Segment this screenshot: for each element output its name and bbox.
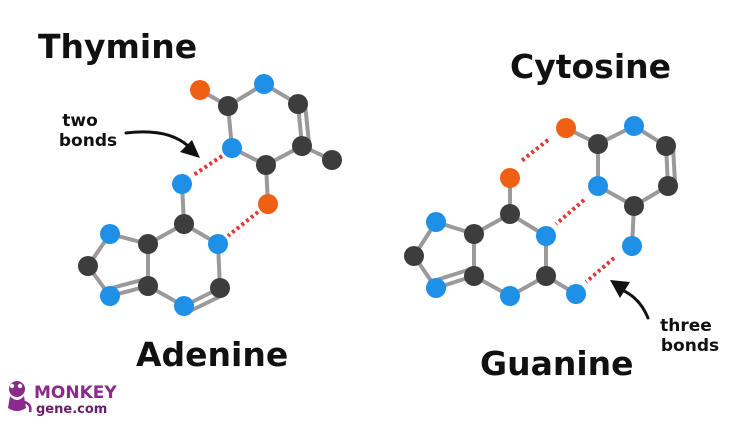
carbon-atom [210, 278, 230, 298]
nitrogen-atom [500, 286, 520, 306]
hydrogen-bond [554, 198, 586, 226]
cytosine-molecule [556, 116, 678, 256]
three-bonds-label-line1: three [660, 316, 712, 336]
carbon-atom [500, 204, 520, 224]
curved-arrow-icon [620, 288, 650, 320]
nitrogen-atom [174, 296, 194, 316]
hydrogen-bond [518, 138, 550, 164]
adenine-molecule [78, 174, 230, 316]
two-bonds-label-line1: two [62, 111, 98, 131]
bond [186, 293, 225, 314]
two-bonds-annotation: two bonds [59, 111, 200, 158]
logo-site-text: gene.com [36, 402, 107, 417]
carbon-atom [256, 155, 276, 175]
guanine-molecule [404, 168, 586, 306]
hydrogen-bond [584, 256, 616, 284]
nitrogen-atom [100, 224, 120, 244]
three-bonds-annotation: three bonds [610, 280, 719, 356]
carbon-atom [218, 96, 238, 116]
curved-arrow-icon [124, 130, 190, 148]
adenine-title: Adenine [136, 335, 288, 374]
adenine-atoms [78, 174, 230, 316]
nitrogen-atom [426, 278, 446, 298]
carbon-atom [624, 196, 644, 216]
three-bonds-label-line2: bonds [661, 336, 719, 356]
nitrogen-atom [622, 236, 642, 256]
carbon-atom [78, 256, 98, 276]
arrow-head-icon [180, 140, 200, 158]
thymine-adenine-hydrogen-bonds [190, 154, 260, 238]
carbon-atom [138, 276, 158, 296]
carbon-atom [174, 214, 194, 234]
cytosine-title: Cytosine [510, 47, 671, 86]
carbon-atom [536, 266, 556, 286]
oxygen-atom [258, 194, 278, 214]
carbon-atom [588, 134, 608, 154]
oxygen-atom [190, 80, 210, 100]
nitrogen-atom [536, 226, 556, 246]
monkey-logo-icon [8, 381, 32, 413]
nitrogen-atom [100, 286, 120, 306]
nitrogen-atom [222, 138, 242, 158]
thymine-molecule [190, 74, 342, 214]
carbon-atom [292, 136, 312, 156]
guanine-atoms [404, 168, 586, 306]
two-bonds-label-line2: bonds [59, 131, 117, 151]
carbon-atom [138, 234, 158, 254]
monkeygene-logo: MONKEY gene.com [8, 381, 117, 417]
carbon-atom [288, 94, 308, 114]
carbon-atom [404, 246, 424, 266]
cytosine-guanine-hydrogen-bonds [518, 138, 616, 284]
hydrogen-bond [226, 210, 260, 238]
nitrogen-atom [254, 74, 274, 94]
nitrogen-atom [426, 212, 446, 232]
thymine-title: Thymine [38, 27, 197, 66]
logo-brand-text: MONKEY [34, 383, 117, 403]
oxygen-atom [500, 168, 520, 188]
nitrogen-atom [588, 176, 608, 196]
thymine-atoms [190, 74, 342, 214]
oxygen-atom [556, 118, 576, 138]
nitrogen-atom [172, 174, 192, 194]
arrow-head-icon [610, 280, 630, 298]
carbon-atom [464, 224, 484, 244]
cytosine-atoms [556, 116, 678, 256]
carbon-atom [464, 266, 484, 286]
nitrogen-atom [624, 116, 644, 136]
nitrogen-atom [566, 284, 586, 304]
hydrogen-bond [190, 154, 224, 178]
bond [303, 102, 311, 145]
nitrogen-atom [208, 234, 228, 254]
carbon-atom [658, 176, 678, 196]
carbon-atom [656, 136, 676, 156]
carbon-atom [322, 150, 342, 170]
guanine-title: Guanine [480, 344, 634, 383]
